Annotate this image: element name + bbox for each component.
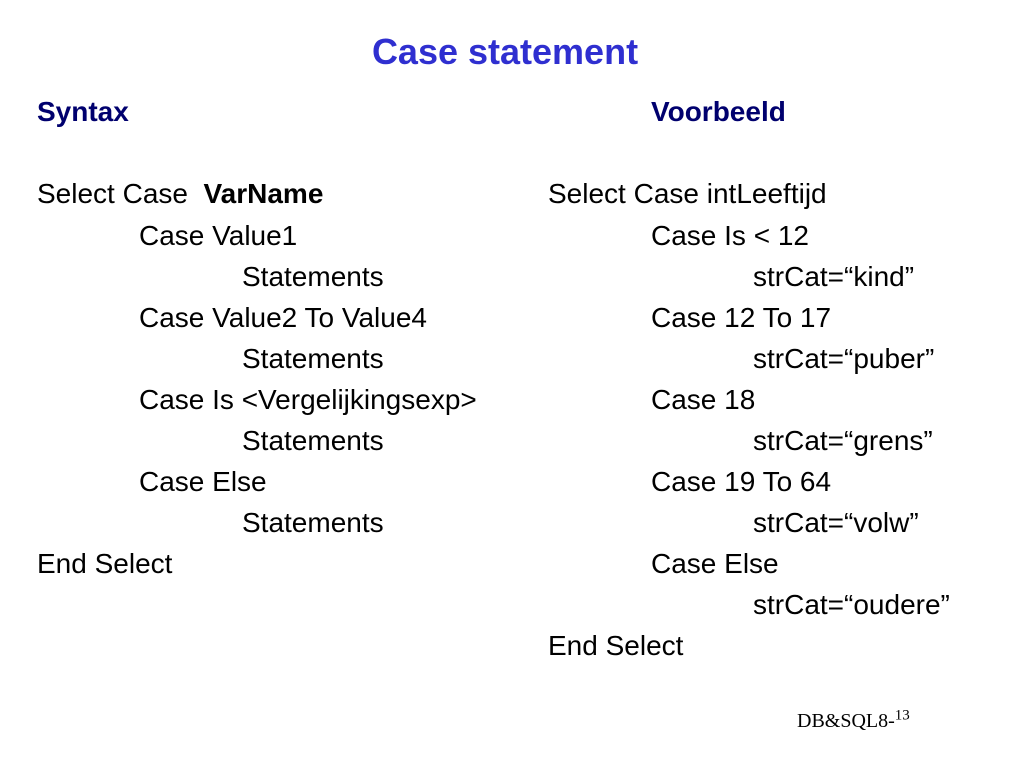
footer-label: DB&SQL8- bbox=[797, 710, 895, 732]
syntax-line: Case Value1 bbox=[139, 220, 298, 251]
slide-footer: DB&SQL8-13 bbox=[797, 707, 910, 733]
page-number: 13 bbox=[894, 707, 910, 724]
example-line: Case 19 To 64 bbox=[651, 466, 832, 497]
syntax-line: Statements bbox=[242, 261, 384, 292]
example-line: strCat=“grens” bbox=[753, 425, 933, 456]
syntax-heading: Syntax bbox=[37, 96, 129, 127]
example-line: Case Else bbox=[651, 548, 779, 579]
syntax-line: Statements bbox=[242, 343, 384, 374]
example-heading: Voorbeeld bbox=[651, 96, 786, 127]
example-line: Case Is < 12 bbox=[651, 220, 809, 251]
syntax-line-select-case: Select Case VarName bbox=[37, 176, 323, 212]
syntax-varname: VarName bbox=[203, 178, 324, 209]
example-line: Case 18 bbox=[651, 384, 756, 415]
syntax-line: End Select bbox=[37, 548, 173, 579]
syntax-line: Case Value2 To Value4 bbox=[139, 302, 427, 333]
example-line: Case 12 To 17 bbox=[651, 302, 832, 333]
example-line: strCat=“kind” bbox=[753, 261, 915, 292]
example-line: strCat=“puber” bbox=[753, 343, 935, 374]
example-line: Select Case intLeeftijd bbox=[548, 178, 827, 209]
syntax-line: Case Else bbox=[139, 466, 267, 497]
example-line: End Select bbox=[548, 630, 684, 661]
syntax-line: Case Is <Vergelijkingsexp> bbox=[139, 384, 477, 415]
syntax-line: Statements bbox=[242, 507, 384, 538]
slide-title: Case statement bbox=[371, 31, 639, 72]
example-line: strCat=“volw” bbox=[753, 507, 919, 538]
example-line: strCat=“oudere” bbox=[753, 589, 950, 620]
syntax-select-case-text: Select Case bbox=[37, 178, 188, 209]
syntax-line: Statements bbox=[242, 425, 384, 456]
